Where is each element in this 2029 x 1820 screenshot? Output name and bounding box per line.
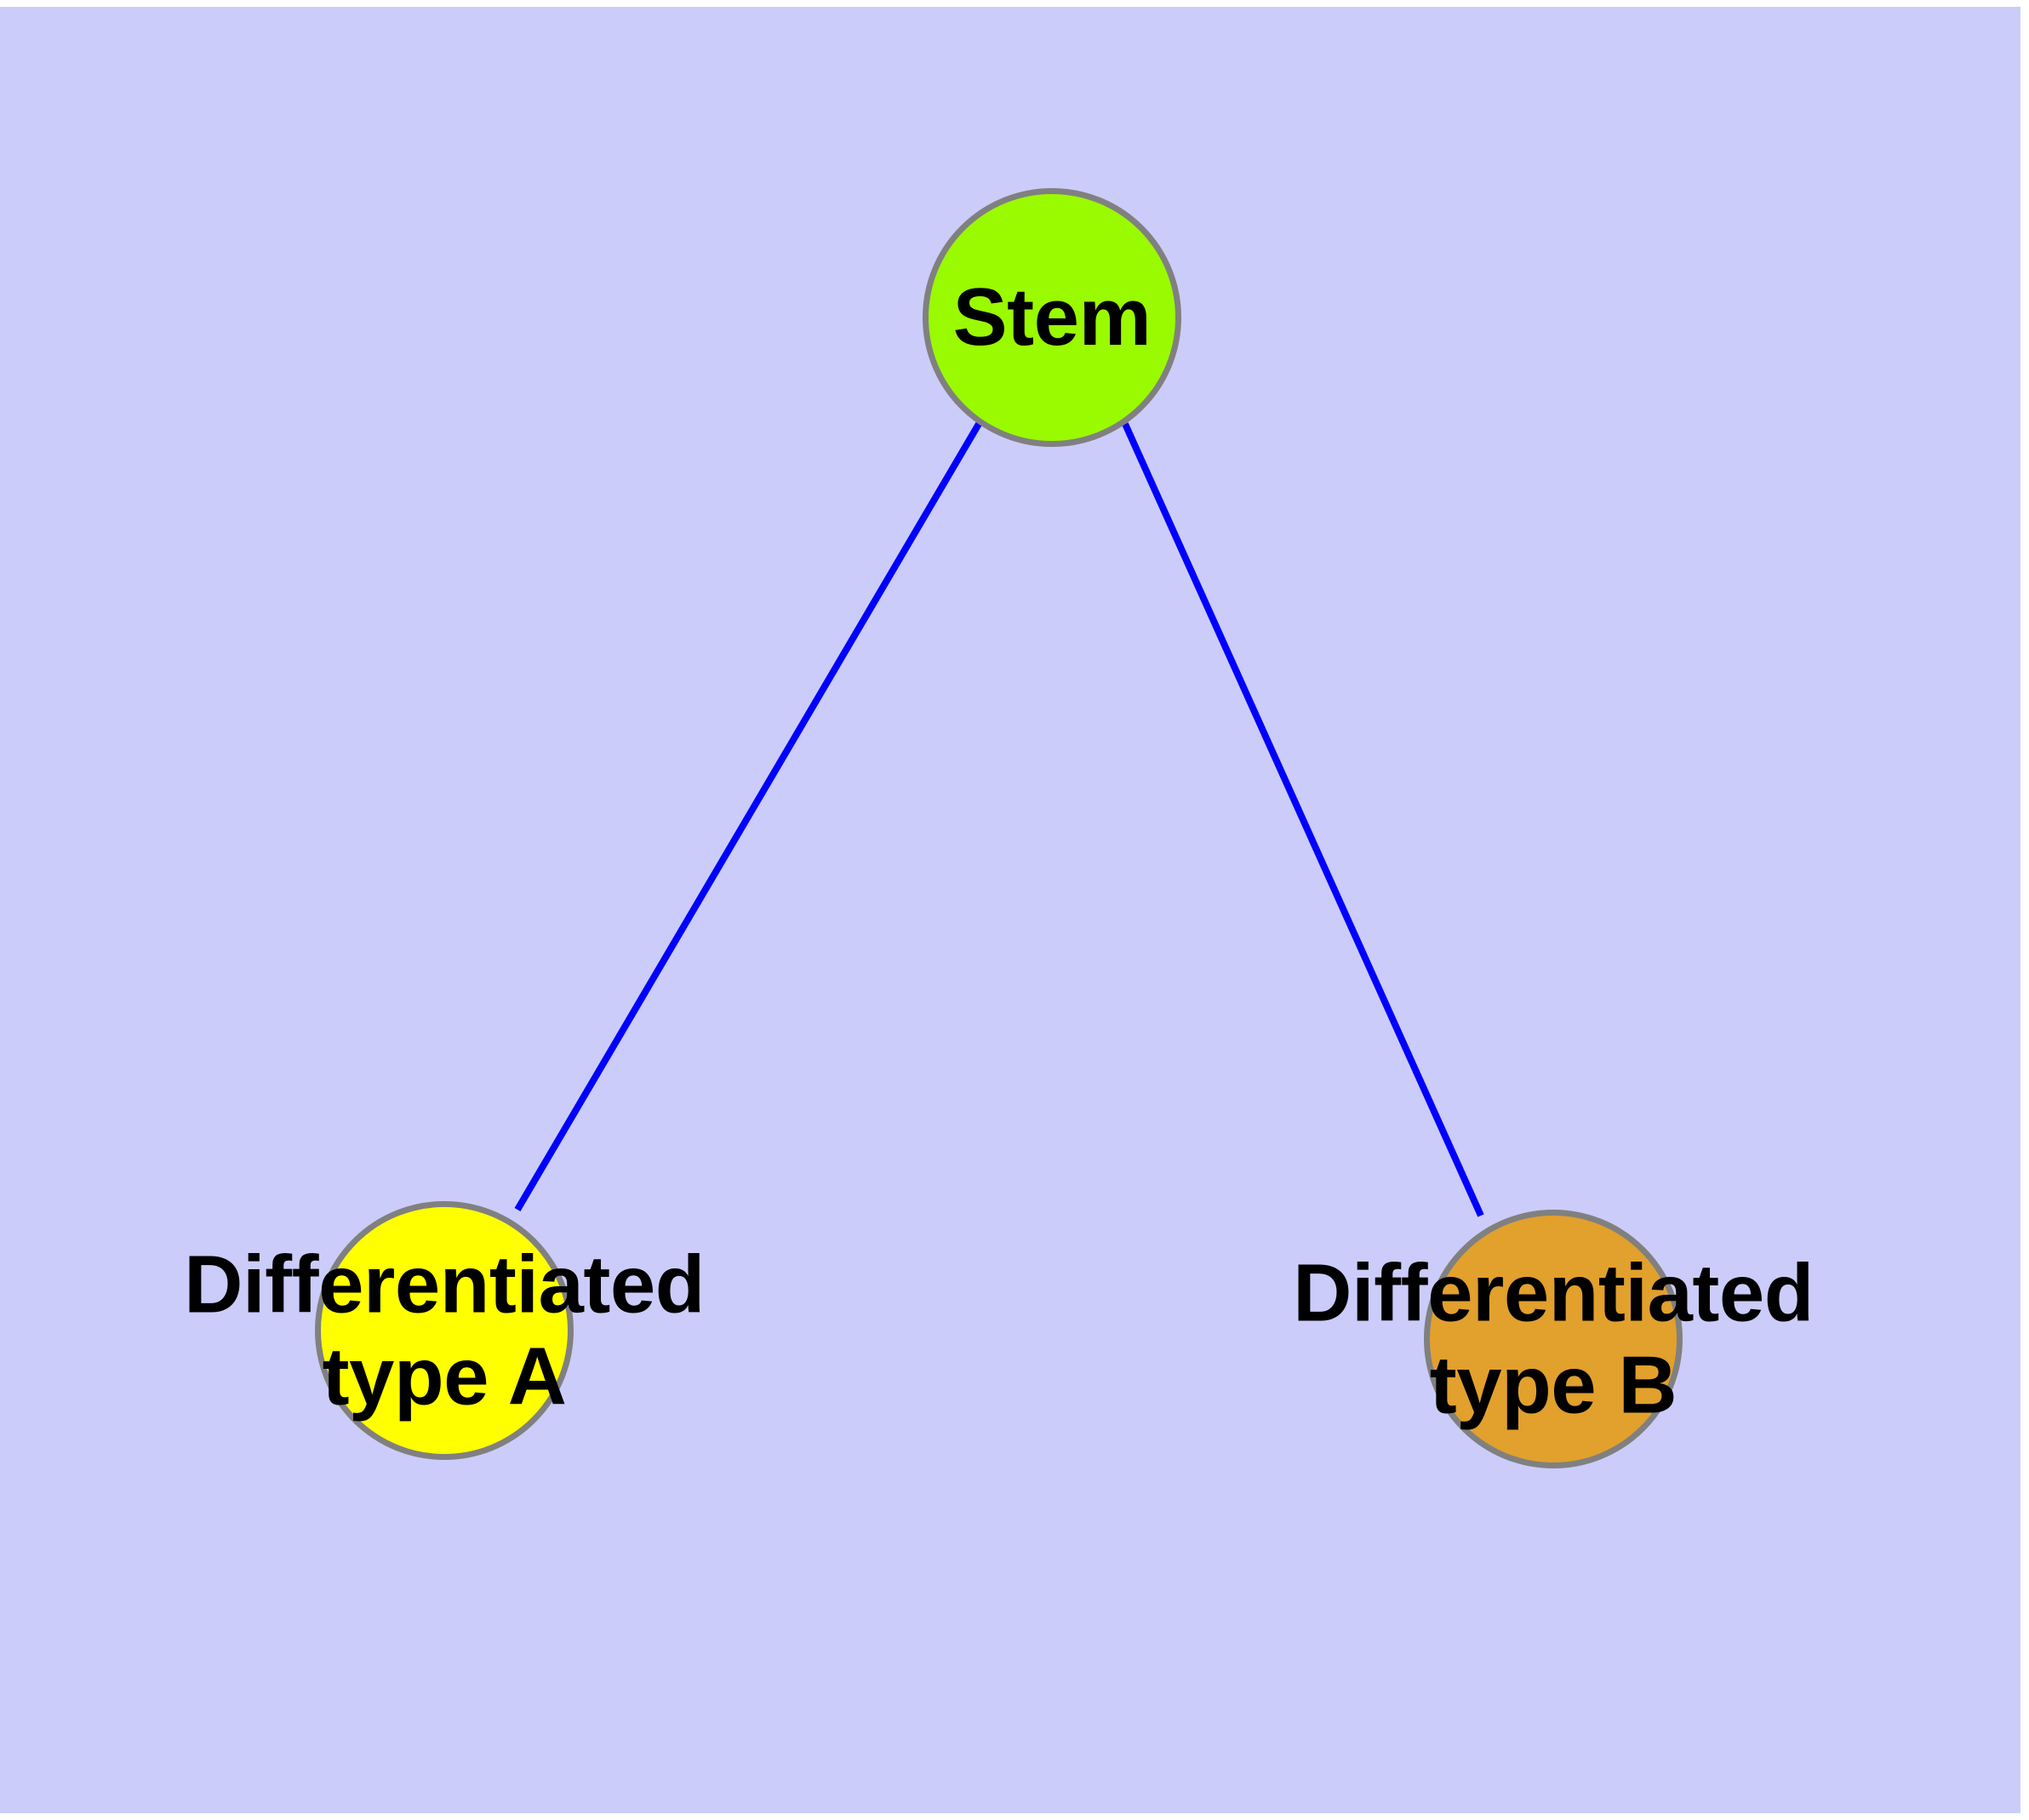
edge-stem-to-diff-a [514,421,982,1212]
node-stem-label: Stem [952,272,1152,363]
node-stem-circle[interactable] [923,188,1181,447]
node-differentiated-type-a-circle[interactable] [315,1201,574,1460]
node-stem[interactable]: Stem [923,188,1181,447]
edge-stem-to-diff-b [1122,422,1484,1217]
node-differentiated-type-b-circle[interactable] [1424,1210,1683,1468]
